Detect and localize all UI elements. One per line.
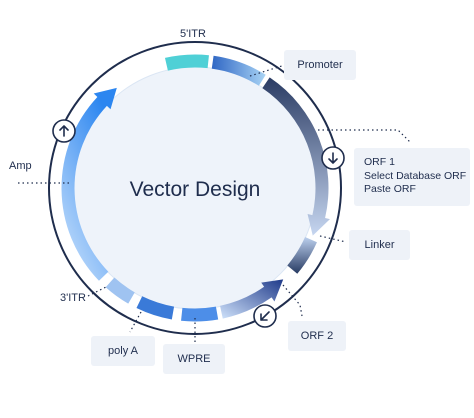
orf1-box[interactable]: ORF 1 Select Database ORF Paste ORF	[354, 148, 470, 206]
segment-orf2-arrow[interactable]	[220, 279, 284, 319]
leader-lines	[18, 63, 411, 342]
select-database-orf-option[interactable]: Select Database ORF	[364, 169, 467, 182]
wpre-box[interactable]: WPRE	[163, 344, 225, 374]
diagram-title: Vector Design	[129, 178, 261, 201]
orf2-box[interactable]: ORF 2	[288, 321, 346, 351]
segment-5itr[interactable]	[164, 54, 209, 71]
arrow-down-left-icon	[260, 311, 270, 321]
feature-segments	[61, 54, 330, 322]
leader-orf1	[318, 129, 411, 143]
amp-toggle-button[interactable]	[52, 119, 76, 143]
segment-amp-arrow[interactable]	[61, 87, 117, 281]
orf1-title: ORF 1	[364, 156, 395, 168]
leader-polya	[129, 311, 142, 333]
polya-box[interactable]: poly A	[91, 336, 155, 366]
outer-ring	[48, 41, 342, 335]
segment-polya[interactable]	[136, 296, 175, 320]
segment-linker[interactable]	[287, 237, 317, 274]
label-amp: Amp	[9, 160, 32, 172]
promoter-box[interactable]: Promoter	[284, 50, 356, 80]
segment-orf1-arrow[interactable]	[262, 77, 330, 236]
label-3itr: 3'ITR	[60, 292, 86, 304]
segment-promoter[interactable]	[211, 55, 266, 86]
label-5itr: 5'ITR	[180, 28, 206, 40]
arrow-up-icon	[59, 125, 69, 137]
paste-orf-option[interactable]: Paste ORF	[364, 183, 416, 195]
orf1-toggle-button[interactable]	[321, 146, 345, 170]
arrow-down-icon	[328, 152, 338, 164]
segment-3itr[interactable]	[105, 277, 135, 304]
orf2-toggle-button[interactable]	[253, 304, 277, 328]
segment-wpre[interactable]	[181, 306, 219, 322]
linker-box[interactable]: Linker	[349, 230, 410, 260]
leader-itr3	[87, 286, 107, 297]
